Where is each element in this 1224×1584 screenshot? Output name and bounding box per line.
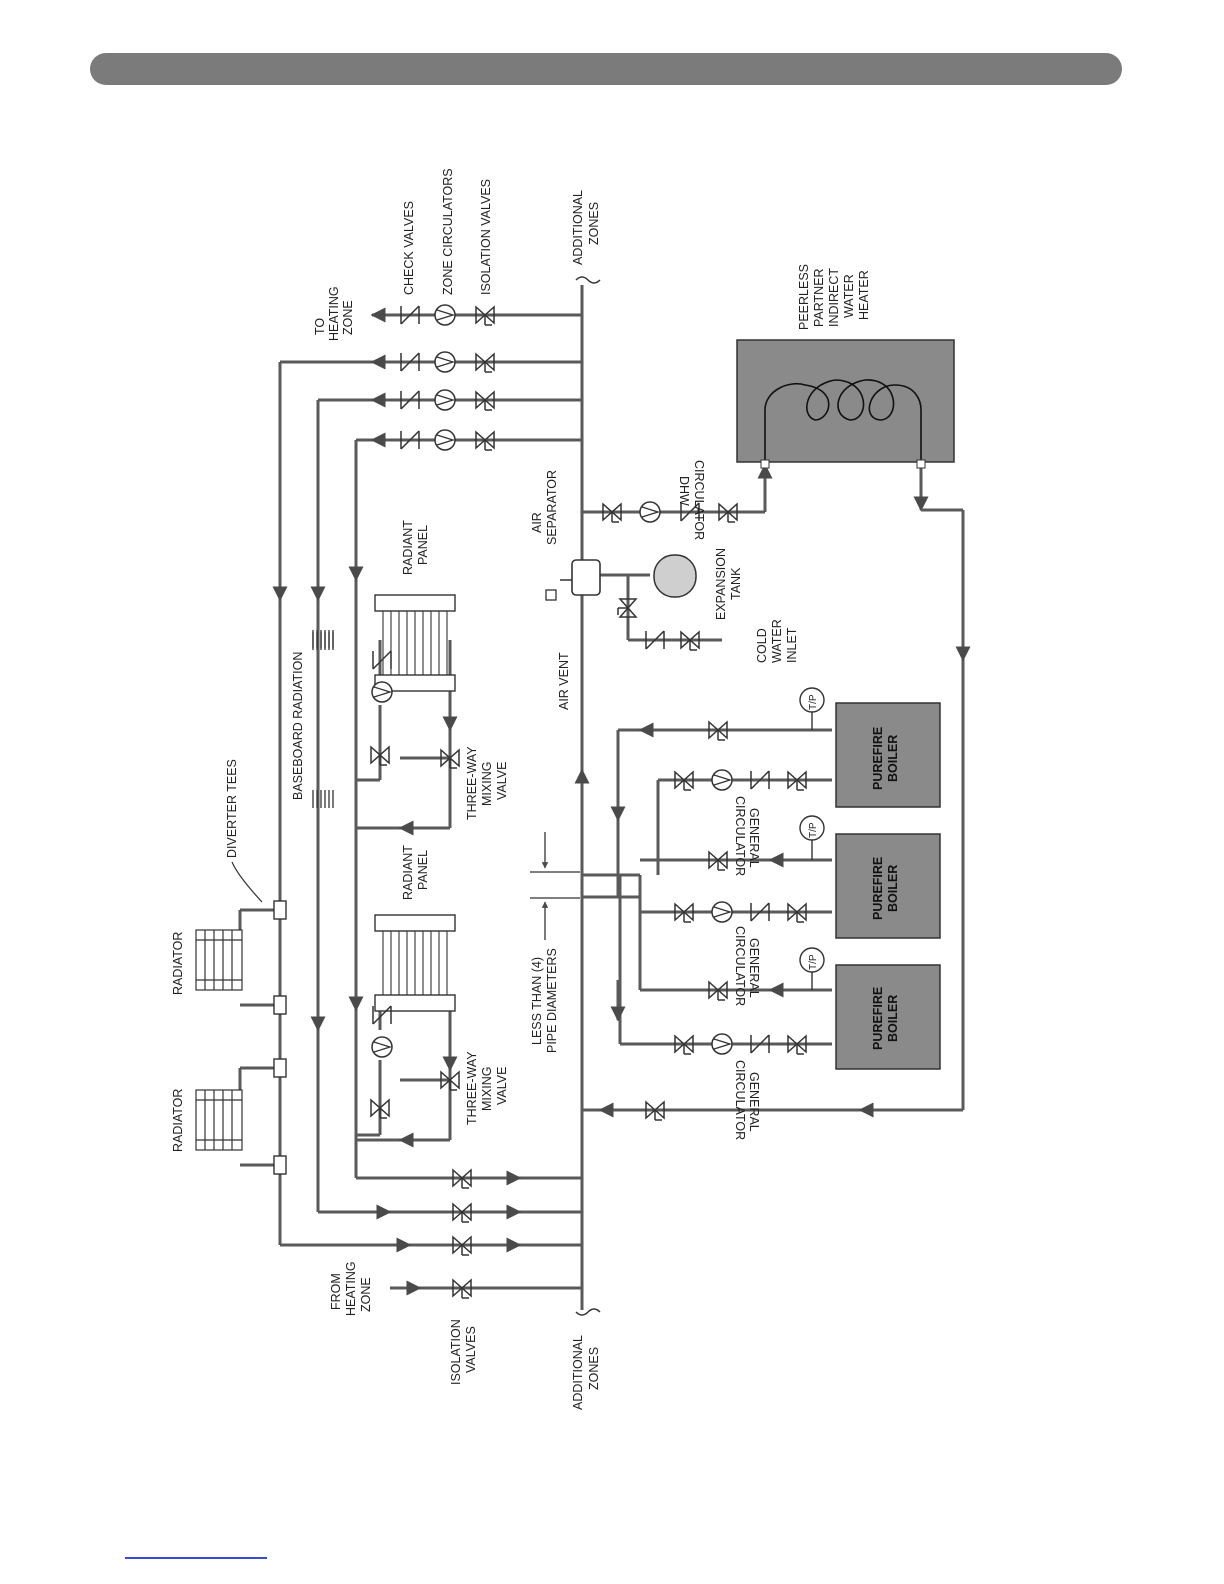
label-to-heating-zone: TO HEATING ZONE <box>313 283 355 341</box>
diverter-tee-leader <box>231 861 263 903</box>
radiators <box>195 900 287 1175</box>
label-additional-zones-top: ADDITIONAL ZONES <box>571 187 601 265</box>
label-boiler-1: PUREFIRE BOILER <box>871 723 900 790</box>
label-baseboard-radiation: BASEBOARD RADIATION <box>291 652 305 800</box>
label-air-separator: AIR SEPARATOR <box>530 470 559 545</box>
label-diverter-tees: DIVERTER TEES <box>225 759 239 858</box>
label-dhw-circulator: DHW CIRCULATOR <box>677 460 706 540</box>
label-radiant-panel-2: RADIANT PANEL <box>401 842 430 900</box>
zone-breaks <box>575 276 601 1316</box>
label-general-circulator-2: GENERAL CIRCULATOR <box>733 926 761 1006</box>
label-isolation-valves-bottom: ISOLATION VALVES <box>449 1316 478 1385</box>
label-tp-2: T/P <box>808 822 819 838</box>
label-zone-circulators: ZONE CIRCULATORS <box>441 168 455 295</box>
pipes <box>238 285 971 1310</box>
expansion-tank <box>653 554 697 598</box>
boiler-circulators <box>645 721 807 1121</box>
label-tp-1: T/P <box>808 694 819 710</box>
air-separator <box>545 559 601 601</box>
label-additional-zones-bottom: ADDITIONAL ZONES <box>571 1332 601 1410</box>
label-three-way-valve-2: THREE-WAY MIXING VALVE <box>465 1048 509 1125</box>
label-general-circulator-3: GENERAL CIRCULATOR <box>733 1060 761 1140</box>
label-radiant-panel-1: RADIANT PANEL <box>401 517 430 575</box>
label-general-circulator-1: GENERAL CIRCULATOR <box>733 796 761 876</box>
label-three-way-valve-1: THREE-WAY MIXING VALVE <box>465 743 509 820</box>
label-pipe-diameters: LESS THAN (4) PIPE DIAMETERS <box>530 948 559 1053</box>
zone-valves-bottom <box>452 1169 472 1299</box>
label-boiler-2: PUREFIRE BOILER <box>871 853 900 920</box>
label-radiator-1: RADIATOR <box>171 932 185 995</box>
radiant-panels <box>370 594 460 1119</box>
tp-gauges <box>799 687 825 990</box>
label-boiler-3: PUREFIRE BOILER <box>871 983 900 1050</box>
label-tp-3: T/P <box>808 954 819 970</box>
label-air-vent: AIR VENT <box>557 652 571 710</box>
water-heater <box>736 339 955 469</box>
labels: CHECK VALVES ZONE CIRCULATORS ISOLATION … <box>171 168 900 1410</box>
label-from-heating-zone: FROM HEATING ZONE <box>329 1258 373 1316</box>
label-cold-water-inlet: COLD WATER INLET <box>755 616 799 663</box>
cold-water-inlet-assembly <box>617 598 700 651</box>
label-check-valves: CHECK VALVES <box>402 201 416 295</box>
baseboard-fins <box>312 629 334 809</box>
label-water-heater: PEERLESS PARTNER INDIRECT WATER HEATER <box>797 261 871 331</box>
pipe-diameter-marker <box>530 832 580 940</box>
label-radiator-2: RADIATOR <box>171 1089 185 1152</box>
boilers <box>835 702 941 1070</box>
footer-rule <box>125 1557 267 1559</box>
header-bar <box>90 53 1122 85</box>
label-isolation-valves-top: ISOLATION VALVES <box>479 179 493 295</box>
label-expansion-tank: EXPANSION TANK <box>714 545 743 621</box>
zone-valves-top <box>400 304 495 451</box>
